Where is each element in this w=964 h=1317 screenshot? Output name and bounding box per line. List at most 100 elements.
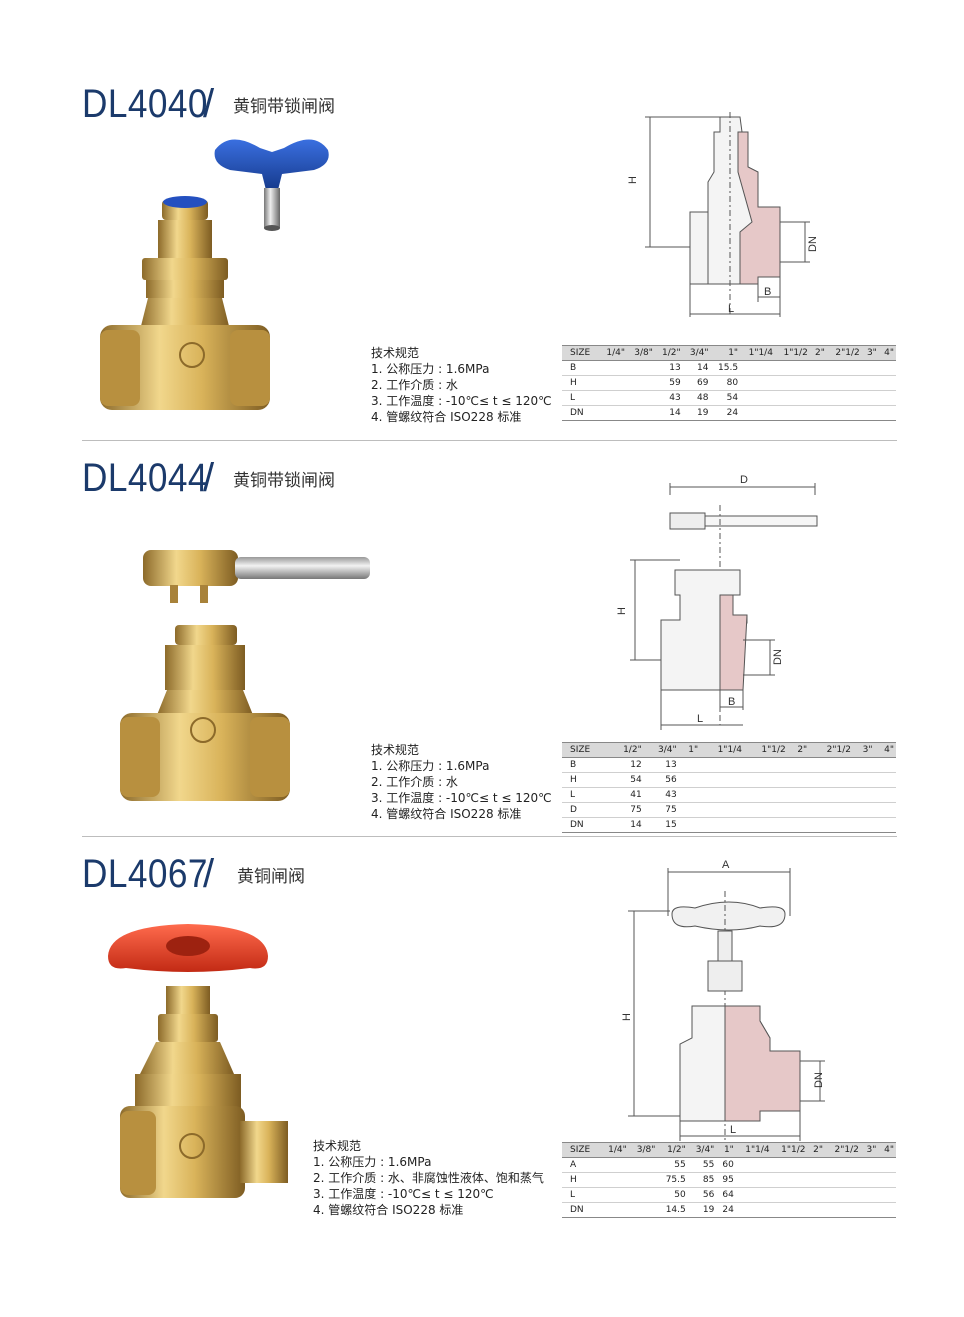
table-cell: 15.5 (710, 360, 741, 376)
table-cell: 56 (687, 1187, 717, 1203)
table-cell (825, 1172, 861, 1188)
table-header-cell: 1/4" (600, 1142, 629, 1158)
table-cell (787, 802, 810, 818)
table-cell (874, 772, 896, 788)
table-cell (825, 1187, 861, 1203)
table-cell: A (562, 1157, 601, 1173)
table-cell (774, 405, 810, 421)
table-cell (860, 1157, 879, 1173)
table-cell: 24 (716, 1202, 736, 1218)
dim-label-dn: DN (772, 649, 784, 665)
table-header-cell: 1"1/4 (700, 742, 744, 758)
table-cell (860, 1202, 879, 1218)
table-cell: L (562, 390, 600, 406)
table-cell (826, 405, 862, 421)
brass-valve-icon (100, 196, 270, 410)
table-cell (740, 360, 775, 376)
table-cell (878, 405, 896, 421)
table-cell (771, 1172, 808, 1188)
table-header-cell: 1/2" (608, 742, 644, 758)
specs-title: 技术规范 (313, 1139, 362, 1153)
table-cell: DN (562, 1202, 601, 1218)
title-slash: / (203, 456, 215, 500)
table-cell: 14.5 (657, 1202, 688, 1218)
table-cell: L (562, 787, 609, 803)
spec-line: 1. 公称压力 : 1.6MPa (313, 1155, 432, 1169)
table-cell: 14 (682, 360, 711, 376)
table-header-cell: 4" (874, 742, 896, 758)
spec-line: 1. 公称压力 : 1.6MPa (371, 362, 490, 376)
table-cell: B (562, 757, 609, 773)
table-cell (700, 787, 744, 803)
table-cell: H (562, 772, 609, 788)
table-cell: 55 (657, 1157, 688, 1173)
table-cell (735, 1157, 772, 1173)
table-header-cell: SIZE (562, 742, 609, 758)
table-cell: H (562, 1172, 601, 1188)
table-cell (740, 405, 775, 421)
table-cell: 50 (657, 1187, 688, 1203)
brass-valve-icon (120, 625, 290, 801)
model-number: DL4067 (82, 852, 208, 896)
table-cell: 95 (716, 1172, 736, 1188)
table-cell (860, 1172, 879, 1188)
table-cell (853, 757, 875, 773)
table-cell (771, 1187, 808, 1203)
table-cell (826, 360, 862, 376)
product-photo-lock-valve (100, 139, 329, 410)
table-header-cell: 2" (807, 1142, 826, 1158)
table-header-cell: 3/4" (682, 345, 711, 361)
table-cell (853, 817, 875, 833)
table-cell (700, 757, 744, 773)
table-cell (740, 390, 775, 406)
table-cell: 48 (682, 390, 711, 406)
spec-line: 1. 公称压力 : 1.6MPa (371, 759, 490, 773)
tech-specs: 技术规范 1. 公称压力 : 1.6MPa 2. 工作介质 : 水 3. 工作温… (371, 742, 552, 822)
table-cell (627, 405, 655, 421)
product-photo-gate-valve (108, 924, 288, 1198)
table-header-cell: 1"1/4 (740, 345, 775, 361)
table-header-cell: 1" (678, 742, 701, 758)
table-cell (809, 757, 854, 773)
spec-line: 4. 管螺纹符合 ISO228 标准 (313, 1203, 464, 1217)
table-cell (826, 390, 862, 406)
table-cell: 13 (643, 757, 679, 773)
dim-label-dn: DN (807, 236, 819, 252)
table-header-cell: 1"1/2 (774, 345, 810, 361)
table-cell: 59 (654, 375, 683, 391)
table-cell (878, 1187, 896, 1203)
table-cell (807, 1172, 826, 1188)
table-cell (600, 1202, 629, 1218)
table-cell (853, 787, 875, 803)
table-header-cell: SIZE (562, 345, 600, 361)
table-cell: H (562, 375, 600, 391)
table-cell (627, 390, 655, 406)
table-cell (809, 405, 827, 421)
table-cell: 69 (682, 375, 711, 391)
table-cell (807, 1157, 826, 1173)
product-section-dl4044: DL4044 / 黄铜带锁闸阀 (0, 440, 964, 836)
table-cell (743, 802, 788, 818)
table-cell (861, 375, 879, 391)
table-cell (599, 375, 628, 391)
title-slash: / (203, 852, 215, 896)
table-cell (735, 1187, 772, 1203)
table-header-cell: 2"1/2 (809, 742, 854, 758)
table-cell (874, 802, 896, 818)
table-cell: 14 (608, 817, 644, 833)
specs-title: 技术规范 (371, 743, 420, 757)
table-cell: L (562, 1187, 601, 1203)
table-cell: 15 (643, 817, 679, 833)
table-cell (878, 360, 896, 376)
table-cell: 75 (608, 802, 644, 818)
table-cell (874, 757, 896, 773)
table-cell (878, 390, 896, 406)
spec-line: 3. 工作温度 : -10℃≤ t ≤ 120℃ (313, 1187, 494, 1201)
